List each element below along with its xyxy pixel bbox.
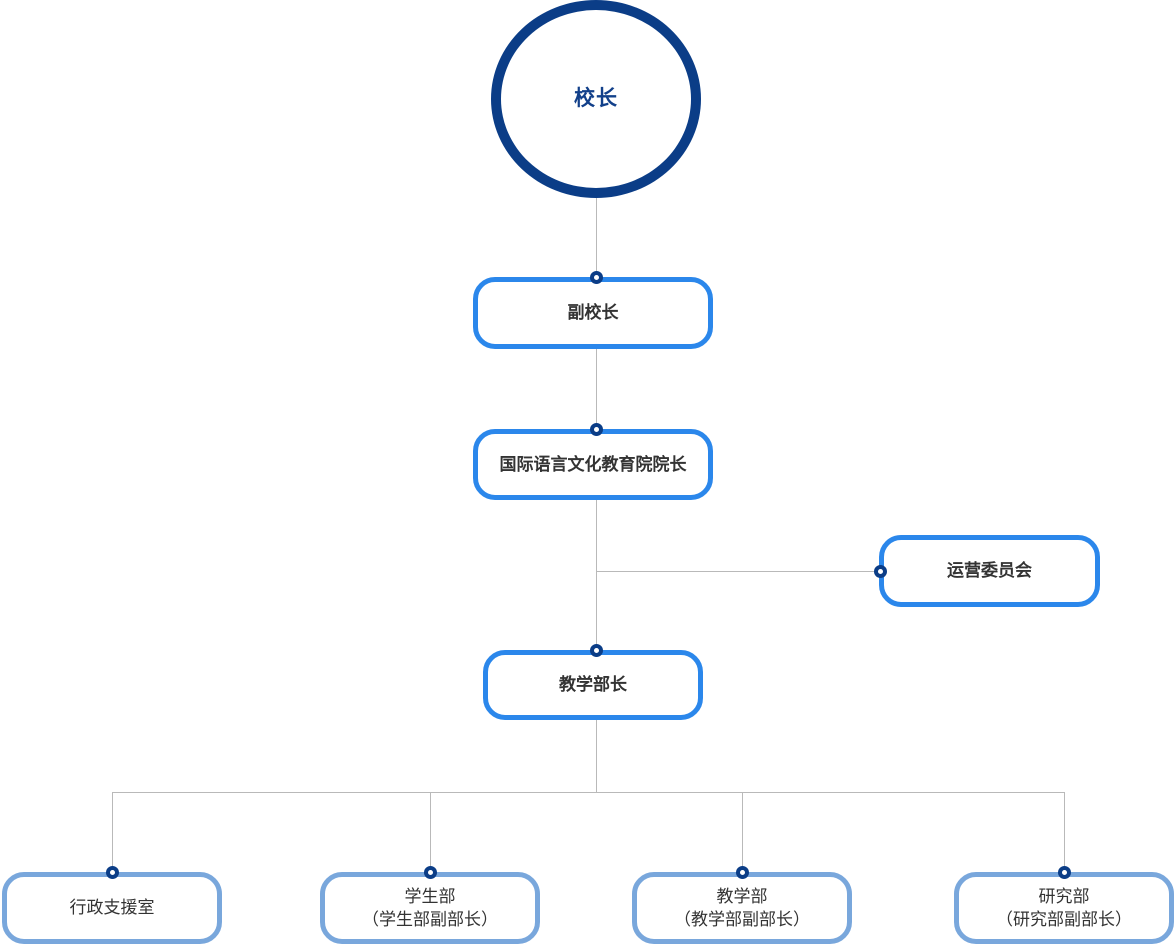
connector-dot-operations-committee	[874, 565, 887, 578]
connector-dot-dean	[590, 423, 603, 436]
node-dean[interactable]: 国际语言文化教育院院长	[473, 429, 713, 500]
connector-dot-teaching-head	[590, 644, 603, 657]
connector-trunk-to-operations-committee	[596, 571, 881, 572]
connector-teaching-head-to-bus	[596, 720, 597, 792]
node-department-research[interactable]: 研究部 （研究部副部长）	[954, 872, 1174, 944]
node-department-student-affairs-label: 学生部 （学生部副部长）	[362, 886, 498, 929]
connector-dot-department-teaching	[736, 866, 749, 879]
node-teaching-head-label: 教学部长	[559, 675, 627, 695]
node-department-teaching-label: 教学部 （教学部副部长）	[674, 886, 810, 929]
node-vice-principal[interactable]: 副校长	[473, 277, 713, 349]
connector-dot-department-admin-support	[106, 866, 119, 879]
node-operations-committee-label: 运营委员会	[947, 561, 1032, 581]
node-department-research-label: 研究部 （研究部副部长）	[996, 886, 1132, 929]
connector-dot-department-research	[1058, 866, 1071, 879]
connector-principal-to-vice	[596, 197, 597, 278]
connector-bus-to-department-1	[112, 792, 113, 873]
node-vice-principal-label: 副校长	[567, 303, 619, 323]
connector-bus-to-department-4	[1064, 792, 1065, 873]
node-principal-label: 校长	[574, 87, 618, 111]
connector-bus-to-department-3	[742, 792, 743, 873]
connector-dot-vice-principal	[590, 271, 603, 284]
node-department-teaching[interactable]: 教学部 （教学部副部长）	[632, 872, 852, 944]
connector-dot-department-student-affairs	[424, 866, 437, 879]
connector-bus-to-department-2	[430, 792, 431, 873]
node-principal[interactable]: 校长	[491, 0, 701, 198]
node-department-admin-support-label: 行政支援室	[69, 898, 155, 918]
node-department-student-affairs[interactable]: 学生部 （学生部副部长）	[320, 872, 540, 944]
connector-vice-to-dean	[596, 349, 597, 429]
node-dean-label: 国际语言文化教育院院长	[499, 454, 687, 474]
node-operations-committee[interactable]: 运营委员会	[879, 535, 1100, 607]
node-teaching-head[interactable]: 教学部长	[483, 650, 703, 720]
node-department-admin-support[interactable]: 行政支援室	[2, 872, 222, 944]
connector-department-bus	[112, 792, 1065, 793]
connector-dean-to-teaching-head	[596, 500, 597, 650]
